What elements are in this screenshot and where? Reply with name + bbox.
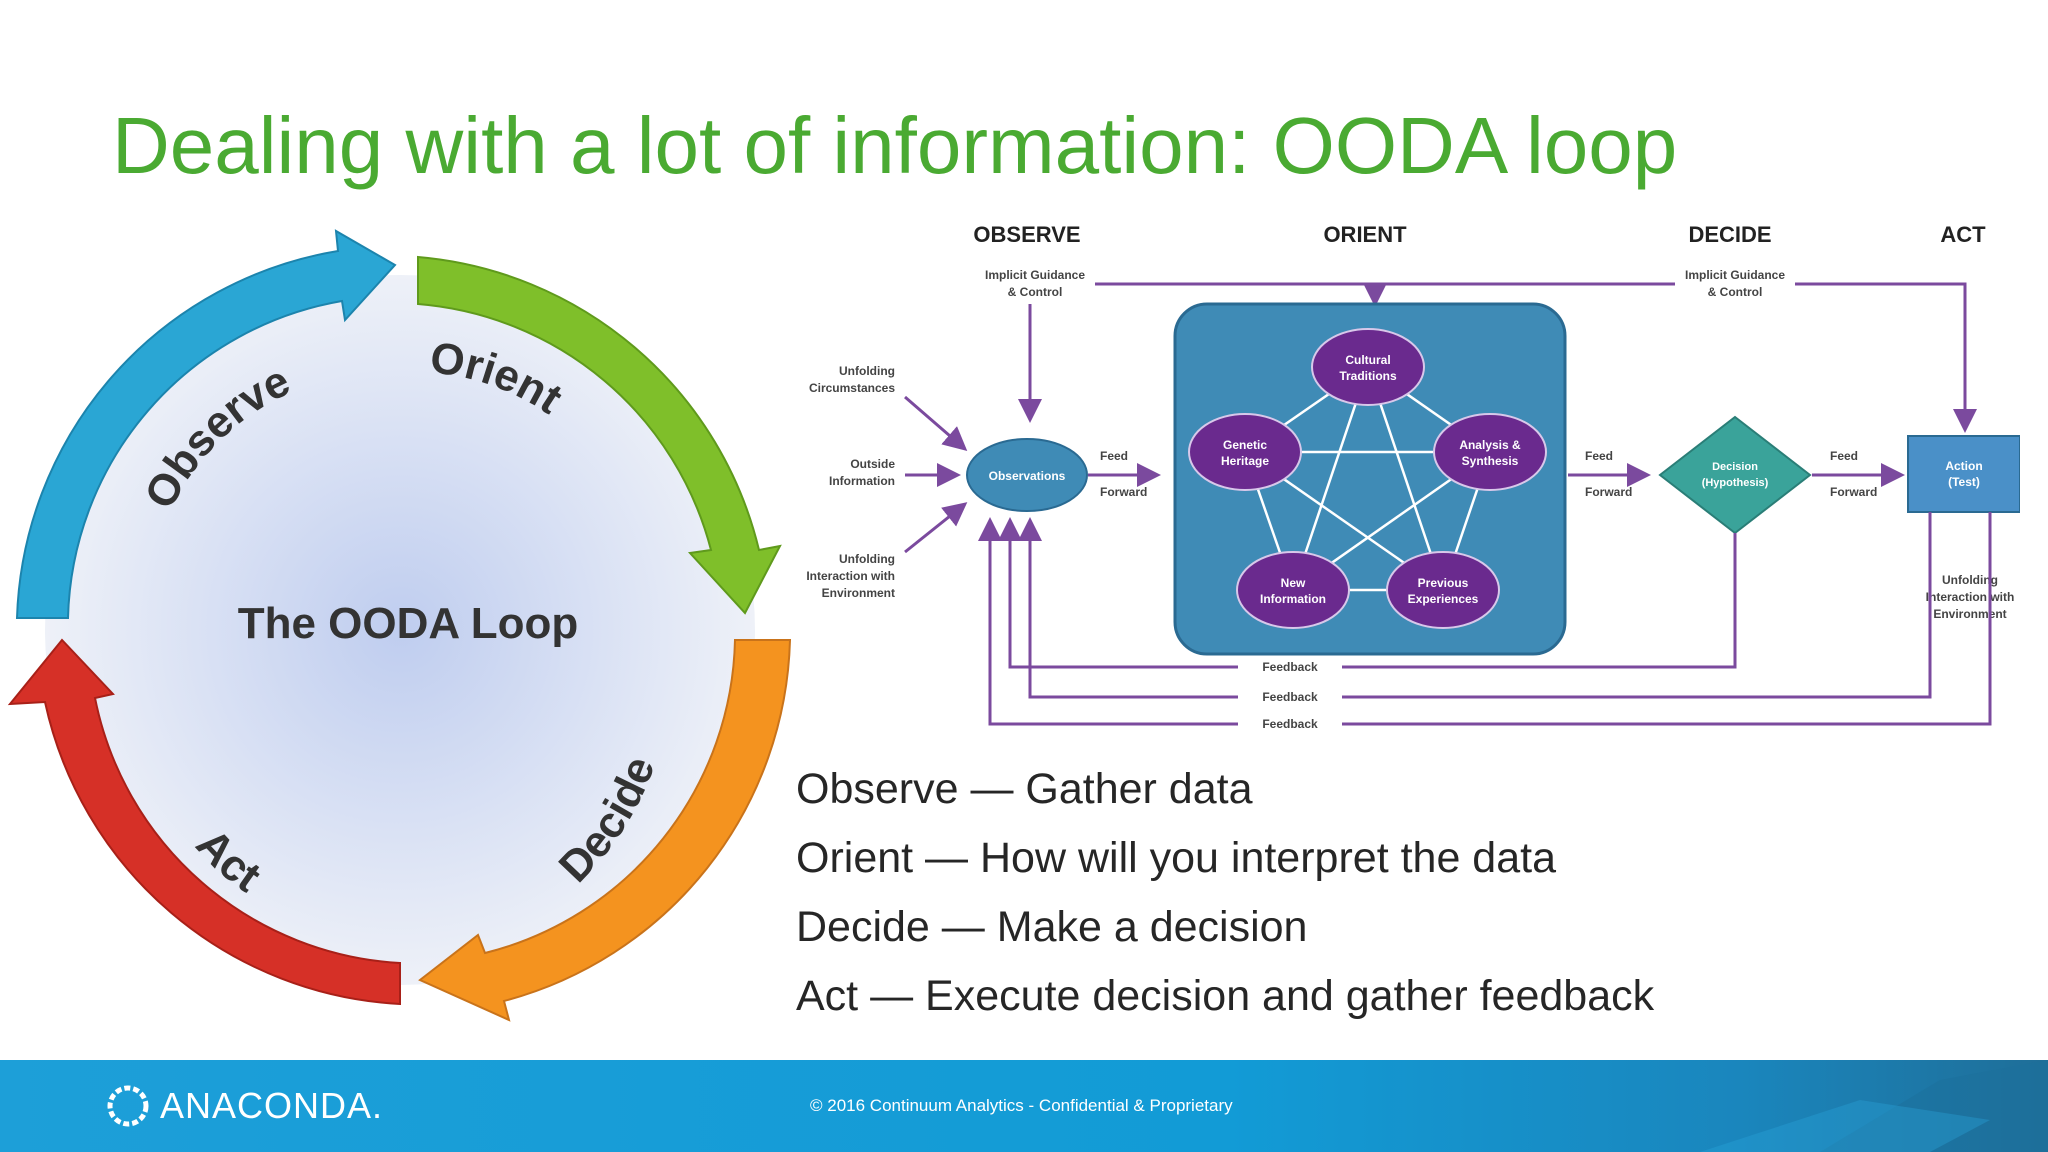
- orient-node-label: Experiences: [1408, 592, 1479, 606]
- orient-node-label: Previous: [1418, 576, 1469, 590]
- ooda-cycle-diagram: Observe Orient Decide Act The OODA Loop: [7, 229, 792, 1022]
- input-label: Information: [829, 474, 895, 488]
- feedback-line-decide-return: [998, 517, 1238, 669]
- decide-arrow: [418, 639, 792, 1022]
- decision-label: Decision: [1712, 461, 1758, 473]
- act-interaction-label: Environment: [1933, 607, 2006, 621]
- footer-bar: ANACONDA. © 2016 Continuum Analytics - C…: [0, 1060, 2048, 1152]
- input-label: Unfolding: [839, 364, 895, 378]
- observations-node: [966, 438, 1088, 512]
- decision-label: (Hypothesis): [1702, 477, 1769, 489]
- orient-node-label: Heritage: [1221, 454, 1269, 468]
- guidance-label-left-1: Implicit Guidance: [985, 268, 1085, 282]
- orient-node-new: [1236, 551, 1350, 629]
- feedback-line-env-return: [978, 517, 1238, 726]
- phase-orient: ORIENT: [1323, 222, 1407, 247]
- ooda-summary-list: Observe — Gather data Orient — How will …: [796, 755, 1654, 1031]
- orient-node-analysis: [1433, 413, 1547, 491]
- orient-node-label: Information: [1260, 592, 1326, 606]
- action-node: [1907, 435, 2020, 513]
- input-label: Interaction with: [806, 569, 895, 583]
- anaconda-logo-text: ANACONDA.: [160, 1085, 384, 1126]
- guidance-label-right-1: Implicit Guidance: [1685, 268, 1785, 282]
- feedback-line-act: [1342, 512, 1932, 699]
- guidance-line-to-act: [1795, 282, 1977, 433]
- feed-label: Feed: [1585, 449, 1613, 463]
- guidance-label-right-2: & Control: [1708, 285, 1763, 299]
- summary-item-act: Act — Execute decision and gather feedba…: [796, 972, 1655, 1020]
- action-label: Action: [1945, 459, 1982, 473]
- input-label: Environment: [822, 586, 895, 600]
- act-interaction-label: Unfolding: [1942, 573, 1998, 587]
- act-interaction-label: Interaction with: [1926, 590, 2015, 604]
- forward-label: Forward: [1830, 485, 1877, 499]
- orient-node-previous: [1386, 551, 1500, 629]
- phase-act: ACT: [1940, 222, 1986, 247]
- orient-node-label: Synthesis: [1462, 454, 1519, 468]
- input-label: Outside: [850, 457, 895, 471]
- ooda-flow-diagram: OBSERVE ORIENT DECIDE ACT Implicit Guida…: [806, 222, 2020, 731]
- copyright-text: © 2016 Continuum Analytics - Confidentia…: [810, 1096, 1233, 1115]
- orient-node-label: Traditions: [1339, 369, 1397, 383]
- feed-label: Feed: [1100, 449, 1128, 463]
- input-arrow: [904, 502, 968, 554]
- feedback-label: Feedback: [1262, 660, 1318, 674]
- summary-item-orient: Orient — How will you interpret the data: [796, 834, 1556, 882]
- orient-node-genetic: [1188, 413, 1302, 491]
- slide-title: Dealing with a lot of information: OODA …: [112, 101, 1678, 190]
- input-label: Circumstances: [809, 381, 895, 395]
- input-label: Unfolding: [839, 552, 895, 566]
- observations-label: Observations: [989, 469, 1066, 483]
- phase-decide: DECIDE: [1688, 222, 1771, 247]
- action-label: (Test): [1948, 475, 1980, 489]
- feedback-line-decide: [1342, 533, 1737, 669]
- phase-observe: OBSERVE: [973, 222, 1080, 247]
- forward-label: Forward: [1100, 485, 1147, 499]
- guidance-label-left-2: & Control: [1008, 285, 1063, 299]
- orient-node-label: Cultural: [1345, 353, 1390, 367]
- feedback-label: Feedback: [1262, 690, 1318, 704]
- summary-item-observe: Observe — Gather data: [796, 765, 1253, 813]
- feedback-line-env: [1342, 512, 1992, 726]
- input-arrow: [904, 395, 968, 451]
- observe-arrow: [15, 229, 397, 619]
- orient-node-label: Analysis &: [1459, 438, 1521, 452]
- orient-node-label: Genetic: [1223, 438, 1267, 452]
- decision-node: [1658, 415, 1812, 535]
- orient-arrow: [417, 255, 782, 615]
- footer-texture: [1700, 1060, 2048, 1152]
- feed-label: Feed: [1830, 449, 1858, 463]
- orient-node-label: New: [1281, 576, 1306, 590]
- forward-label: Forward: [1585, 485, 1632, 499]
- cycle-background: [45, 275, 755, 985]
- act-arrow: [7, 638, 401, 1006]
- anaconda-logo-icon: [107, 1085, 149, 1127]
- feedback-line-act-return: [1018, 517, 1238, 699]
- summary-item-decide: Decide — Make a decision: [796, 903, 1308, 951]
- feedback-label: Feedback: [1262, 717, 1318, 731]
- orient-node-cultural: [1311, 328, 1425, 406]
- anaconda-logo: ANACONDA.: [106, 1084, 383, 1128]
- cycle-center-label: The OODA Loop: [238, 599, 579, 648]
